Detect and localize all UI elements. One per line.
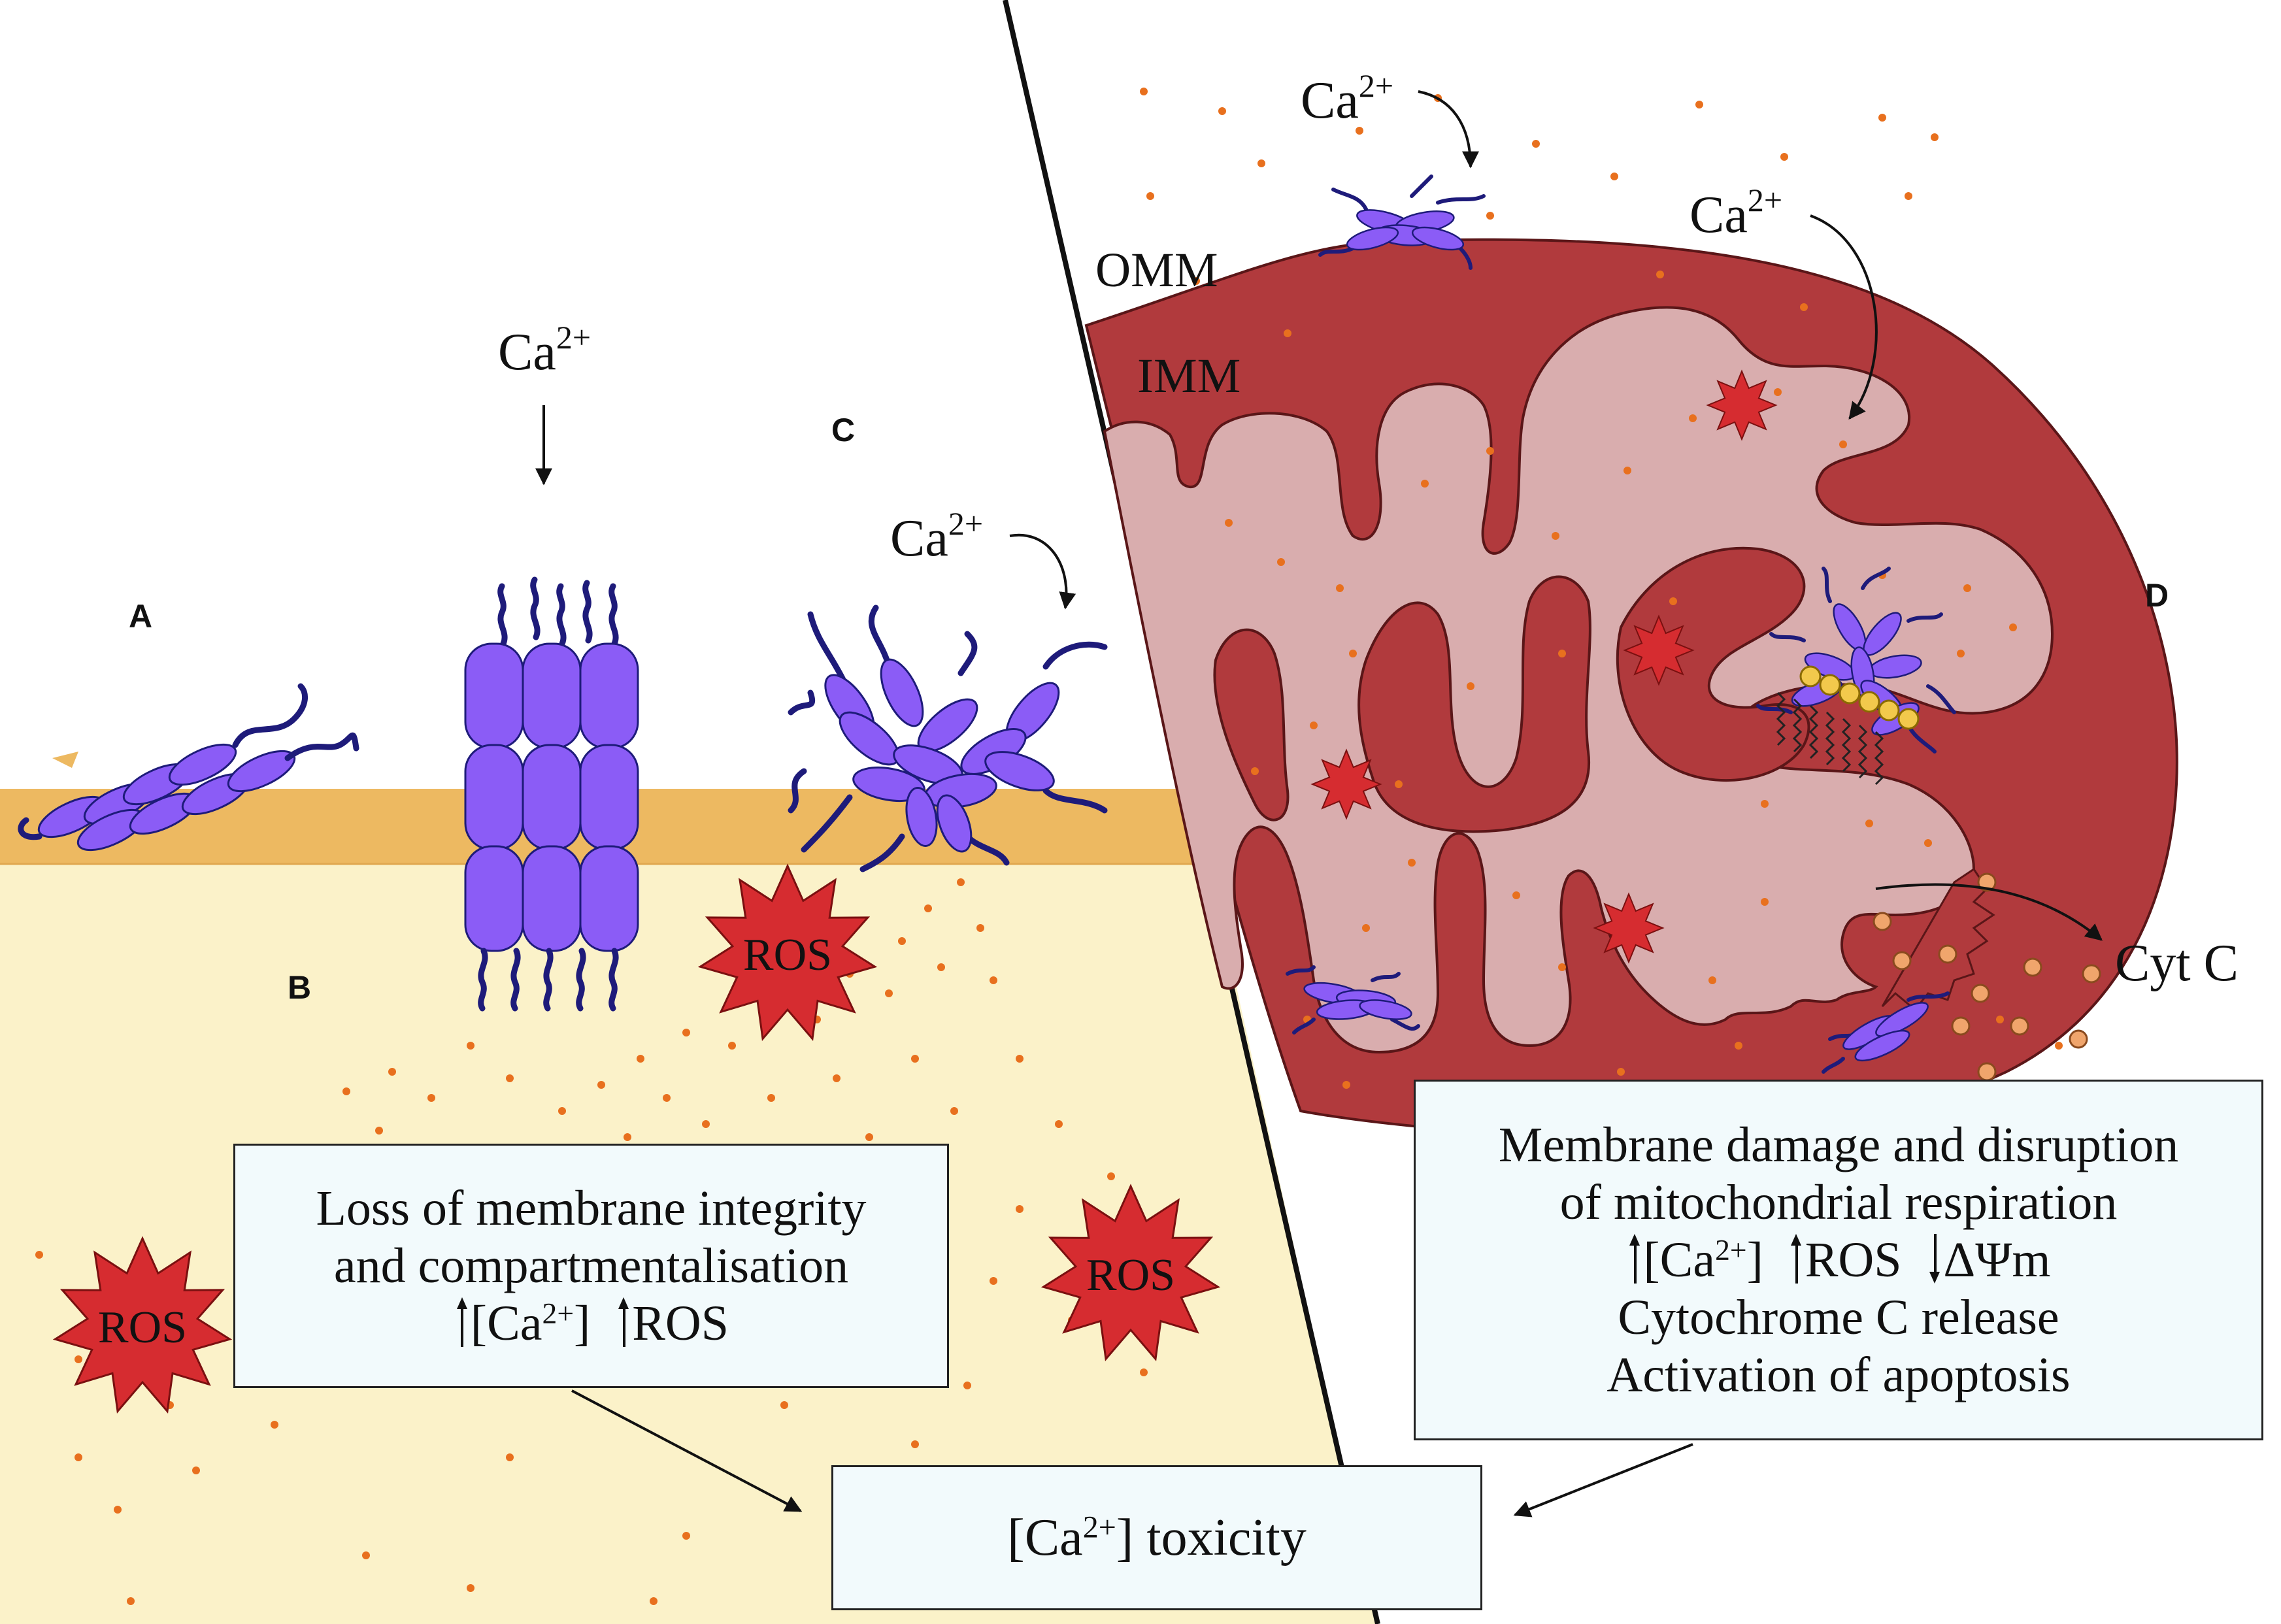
omm-label: OMM	[1095, 243, 1218, 297]
cell-effects-line-2: and compartmentalisation	[333, 1238, 849, 1293]
cell-effects-line-1: Loss of membrane integrity	[316, 1180, 867, 1236]
ros-star-cytosol-right	[1041, 1184, 1221, 1362]
oligomer-omm	[1318, 174, 1486, 270]
oligomer-mito-bottom-left	[1286, 965, 1420, 1035]
increase-arrow-icon	[615, 1297, 632, 1347]
arrow-ca-omm	[1418, 90, 1479, 169]
mitochondrion	[1084, 238, 2178, 1139]
arrow-ca-aggregate	[1009, 533, 1076, 610]
membrane-rupture	[1881, 867, 1995, 1012]
mito-effects-line-1: Membrane damage and disruption	[1498, 1117, 2179, 1172]
ros-star-matrix-3	[1310, 748, 1382, 820]
cyt-c-label: Cyt C	[2115, 935, 2239, 992]
pore-b	[464, 580, 639, 1008]
calcium-label-aggregate: Ca2+	[890, 505, 983, 567]
protein-aggregates	[18, 174, 1956, 1074]
calcium-label-omm: Ca2+	[1301, 67, 1393, 129]
mito-effects-line-3: [Ca2+] ROS ΔΨm	[1627, 1231, 2050, 1289]
crista-3	[1213, 628, 1290, 821]
labels: A B C D Ca2+ Ca2+ Ca2+ Ca2+ OMM IMM Cyt …	[129, 67, 2239, 1006]
arrow-left-to-toxicity	[571, 1389, 803, 1512]
lipid-heads	[1799, 665, 1920, 730]
toxicity-text: [Ca2+] toxicity	[1007, 1508, 1307, 1566]
cell-effects-box: Loss of membrane integrity and compartme…	[233, 1144, 949, 1388]
arrow-right-to-toxicity	[1513, 1443, 1693, 1517]
calcium-label-matrix: Ca2+	[1690, 182, 1782, 244]
arrow-cyt-c	[1875, 883, 2103, 941]
ros-star-membrane	[697, 863, 878, 1042]
ros-star-matrix-1	[1706, 369, 1778, 441]
ros-star-membrane-label: ROS	[743, 930, 832, 980]
aggregate-c	[788, 605, 1108, 872]
imm-label: IMM	[1137, 349, 1240, 403]
toxicity-box: [Ca2+] toxicity	[831, 1465, 1482, 1610]
oligomer-a	[18, 683, 359, 852]
increase-arrow-icon	[1788, 1233, 1805, 1284]
decrease-arrow-icon	[1927, 1233, 1944, 1284]
ros-star-group: ROS ROS ROS	[52, 369, 1778, 1414]
crista-1	[1357, 575, 1591, 833]
cytochrome-c-dots	[1873, 872, 2101, 1082]
aggregate-imm	[1756, 567, 1956, 786]
mito-effects-line-5: Activation of apoptosis	[1607, 1348, 2071, 1403]
calcium-label-pore: Ca2+	[498, 319, 591, 381]
increase-arrow-icon	[1627, 1233, 1644, 1284]
panel-label-b: B	[288, 969, 311, 1006]
ros-star-matrix-2	[1623, 614, 1695, 686]
arrows	[535, 90, 2103, 1517]
oligomer-mito-bottom-right	[1822, 991, 1950, 1074]
crista-2	[1616, 546, 1810, 782]
increase-arrow-icon	[454, 1297, 471, 1347]
mito-effects-box: Membrane damage and disruption of mitoch…	[1414, 1080, 2263, 1440]
arrow-ca-matrix	[1810, 214, 1878, 420]
panel-label-c: C	[831, 412, 855, 448]
cell-effects-line-3: [Ca2+] ROS	[454, 1295, 729, 1352]
ros-star-cytosol-right-label: ROS	[1086, 1250, 1175, 1301]
ros-star-cytosol-left-label: ROS	[98, 1302, 187, 1353]
lipid-tails	[1776, 691, 1884, 786]
panel-label-d: D	[2145, 577, 2169, 614]
ros-star-matrix-4	[1593, 892, 1665, 964]
panel-label-a: A	[129, 598, 152, 635]
mito-effects-line-4: Cytochrome C release	[1618, 1290, 2059, 1346]
mito-effects-line-2: of mitochondrial respiration	[1559, 1174, 2118, 1230]
ros-star-cytosol-left	[52, 1236, 233, 1414]
